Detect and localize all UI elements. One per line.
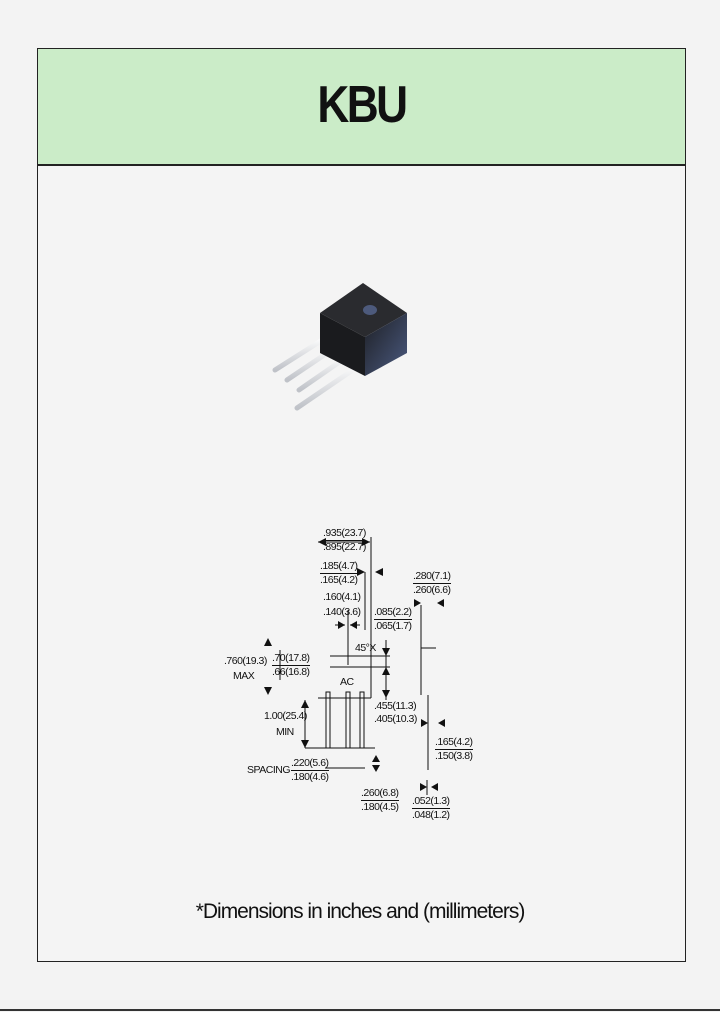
page-title: KBU — [317, 76, 408, 134]
dim-edge-lead: .260(6.8).180(4.5) — [361, 787, 399, 813]
dim-overall-height-note: MAX — [233, 670, 255, 682]
dim-body-height: .70(17.8).66(16.8) — [272, 652, 310, 678]
bottom-divider — [0, 1009, 720, 1011]
dim-chamfer-angle: 45°X — [355, 642, 376, 654]
dim-lead-bend: .165(4.2).150(3.8) — [435, 736, 473, 762]
dim-lead-offset: .185(4.7).165(4.2) — [320, 560, 358, 586]
spacing-label: SPACING — [247, 764, 290, 776]
page-frame: KBU — [37, 48, 686, 962]
dim-overall-width: .935(23.7).895(22.7) — [323, 527, 366, 553]
dim-lead-thickness: .052(1.3).048(1.2) — [412, 795, 450, 821]
dim-overall-height: .760(19.3) — [224, 655, 267, 667]
dim-lead-length-note: MIN — [276, 726, 294, 738]
dim-hole-max: .160(4.1) — [323, 591, 361, 603]
dim-spacing: .220(5.6).180(4.6) — [291, 757, 329, 783]
marking-ac: AC — [340, 676, 354, 688]
dimensions-note: *Dimensions in inches and (millimeters) — [195, 900, 526, 923]
header-band: KBU — [38, 49, 685, 166]
dim-chamfer: .085(2.2).065(1.7) — [374, 606, 412, 632]
dim-lead-length: 1.00(25.4) — [264, 710, 307, 722]
mounting-hole — [363, 305, 377, 315]
dim-hole-min: .140(3.6) — [323, 606, 361, 618]
component-photo — [272, 283, 407, 411]
dim-thickness: .280(7.1).260(6.6) — [413, 570, 451, 596]
dim-hole-to-bottom: .455(11.3).405(10.3) — [374, 700, 417, 725]
